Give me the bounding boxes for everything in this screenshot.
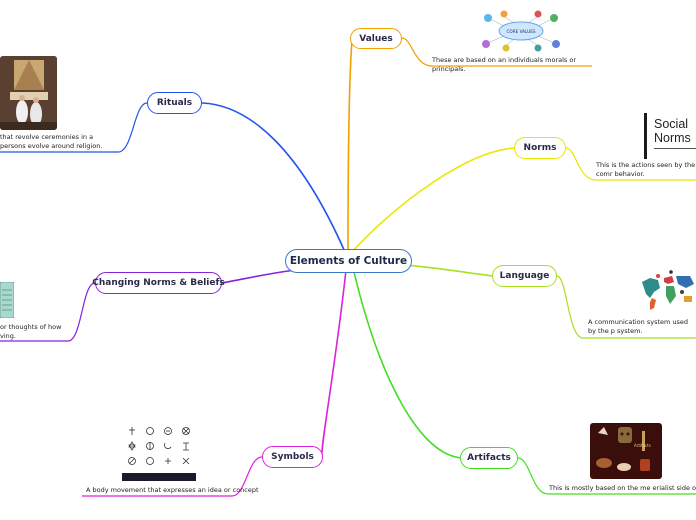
node-artifacts[interactable]: Artifacts <box>460 447 518 469</box>
node-language[interactable]: Language <box>492 265 557 287</box>
central-topic[interactable]: Elements of Culture <box>285 249 412 273</box>
underline-symbols <box>82 456 263 497</box>
image-text-social: Social <box>654 117 689 131</box>
note-rituals: that revolve ceremonies in a persons evo… <box>0 133 103 150</box>
note-norms: This is the actions seen by the comr beh… <box>596 161 696 178</box>
note-values: These are based on an individuals morals… <box>432 56 577 73</box>
underline-changing <box>0 282 96 342</box>
text-image: Social Norms <box>644 113 696 159</box>
world-map-image <box>638 268 696 312</box>
link-symbols <box>321 269 347 457</box>
book-image <box>0 282 14 318</box>
note-language: A communication system used by the p sys… <box>588 318 689 335</box>
mindmap-image: CORE VALUES <box>476 10 566 52</box>
link-values <box>347 39 353 251</box>
note-artifacts: This is mostly based on the me erialist … <box>549 484 696 492</box>
node-symbols[interactable]: Symbols <box>262 446 323 468</box>
underline-values <box>401 37 592 67</box>
image-text-norms: Norms <box>654 131 691 145</box>
link-artifacts <box>353 271 463 459</box>
node-changing-norms-beliefs[interactable]: Changing Norms & Beliefs <box>92 272 225 294</box>
note-symbols: A body movement that expresses an idea o… <box>86 486 259 494</box>
underline-artifacts <box>517 457 696 495</box>
note-changing: or thoughts of how ving. <box>0 323 62 340</box>
link-norms <box>351 147 516 253</box>
node-rituals[interactable]: Rituals <box>147 92 202 114</box>
underline-rituals <box>0 102 148 153</box>
image-label-core-values: CORE VALUES <box>506 29 535 34</box>
ritual-photo-image <box>0 56 57 130</box>
pictogram-grid <box>120 423 198 483</box>
node-values[interactable]: Values <box>350 28 402 49</box>
image-label-artifacts: Artifacts <box>634 443 651 448</box>
underline-language <box>556 275 696 339</box>
node-norms[interactable]: Norms <box>514 137 566 159</box>
link-rituals <box>201 102 346 253</box>
underline-norms <box>565 147 696 181</box>
photo-image: Artifacts <box>590 423 662 479</box>
